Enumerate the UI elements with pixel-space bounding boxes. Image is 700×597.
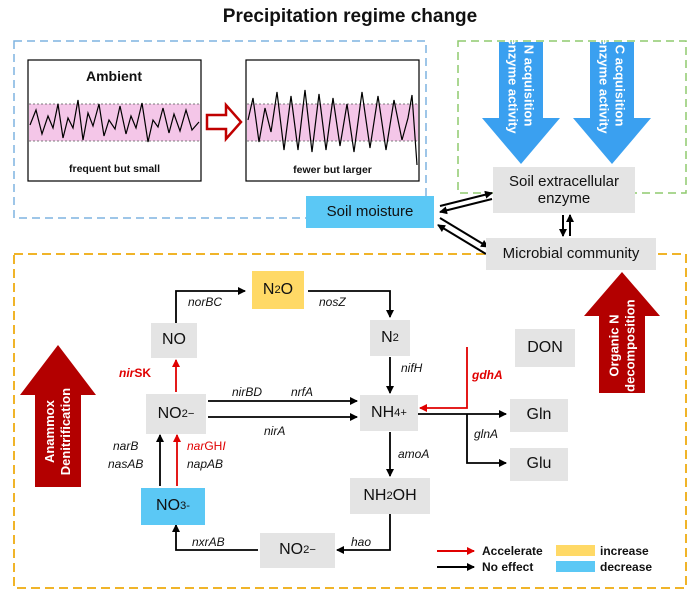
ambient-title: Ambient: [86, 68, 142, 84]
n-cycle-frame: [13, 253, 687, 589]
c-acquisition-arrow: [573, 42, 651, 164]
n-acquisition-arrow: [482, 42, 560, 164]
c-acquisition-label: C acquisition enzyme activity: [597, 37, 628, 135]
soil-moisture-box: Soil moisture: [306, 196, 434, 228]
gene-nirBD: nirBD: [232, 385, 263, 399]
gene-nirA: nirA: [264, 424, 286, 438]
no-node: NO: [151, 323, 197, 358]
legend-increase: increase: [600, 544, 649, 558]
gene-hao: hao: [351, 535, 372, 549]
legend-accelerate: Accelerate: [482, 544, 543, 558]
gene-nxrAB: nxrAB: [192, 535, 225, 549]
legend-increase-swatch: [556, 545, 595, 556]
gene-nirSK: nirSK: [119, 366, 152, 380]
legend-no-effect: No effect: [482, 560, 534, 574]
soil-extracellular-enzyme-box: Soil extracellular enzyme: [493, 167, 635, 213]
regime-change-arrow: [205, 101, 243, 143]
gene-napAB: napAB: [187, 457, 224, 471]
page-title: Precipitation regime change: [222, 6, 478, 27]
ambient-caption: frequent but small: [68, 163, 160, 175]
gene-nasAB: nasAB: [108, 457, 144, 471]
changed-band: [247, 104, 418, 141]
don-node: DON: [515, 329, 575, 367]
legend-decrease-swatch: [556, 561, 595, 572]
anammox-arrow: [20, 345, 96, 487]
changed-wave: [247, 89, 418, 166]
organic-n-arrow: [584, 272, 660, 393]
microbial-community-box: Microbial community: [486, 238, 656, 270]
anammox-denitrification-label: Anammox Denitrification: [42, 388, 73, 476]
changed-caption: fewer but larger: [293, 164, 372, 176]
gene-nifH: nifH: [401, 361, 423, 375]
gene-nrfA: nrfA: [291, 385, 314, 399]
enzyme-community-link: [559, 214, 574, 237]
glu-node: Glu: [510, 448, 568, 481]
gln-node: Gln: [510, 399, 568, 432]
n-acquisition-label: N acquisition enzyme activity: [506, 37, 537, 135]
accelerated-arrows: [172, 347, 468, 486]
legend-decrease: decrease: [600, 560, 653, 574]
gene-norBC: norBC: [188, 295, 223, 309]
precip-frame: [13, 40, 427, 219]
gene-narGHI: narGHI: [187, 439, 226, 453]
n-cycle-arrows: [156, 287, 507, 554]
moisture-enzyme-link: [439, 190, 493, 215]
organic-n-decomposition-label: Organic N decomposition: [606, 299, 638, 393]
gene-gdhA: gdhA: [472, 368, 503, 382]
gene-amoA: amoA: [398, 447, 430, 461]
gene-nosZ: nosZ: [319, 295, 346, 309]
gene-narB: narB: [113, 439, 139, 453]
ambient-wave: [29, 99, 200, 143]
gene-glnA: glnA: [474, 427, 499, 441]
moisture-community-link: [437, 217, 489, 255]
